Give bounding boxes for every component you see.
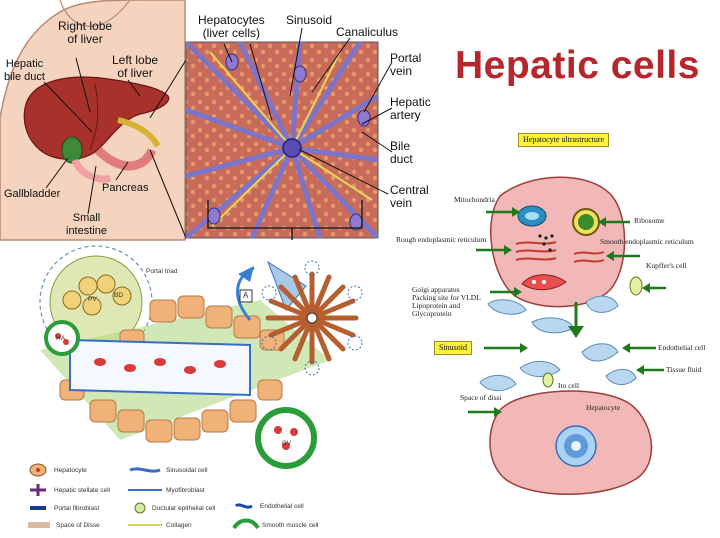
legend-myofibroblast: Myofibroblast [166,487,205,494]
legend-hepatocyte: Hepatocyte [54,467,87,474]
legend-collagen: Collagen [166,522,192,529]
label-sinusoid-box: Sinusoid [434,341,473,355]
ultrastructure-arrows [468,207,666,417]
inset-letter-box [239,289,253,303]
label-central-vein: Central vein [390,183,429,210]
label-inset-letter: A [243,291,249,300]
lobule-inset [261,260,363,376]
label-hepatic-bile-duct: Hepatic bile duct [4,58,45,83]
label-mitochondria: Mitochondria [454,195,495,204]
label-cv: CV [282,440,292,447]
label-golgi: Golgi apparatus Packing site for VLDL Li… [412,285,481,318]
label-gallbladder: Gallbladder [4,188,61,200]
liver-illustration [23,76,170,183]
legend-sinusoidal-cell: Sinusoidal cell [166,467,208,474]
legend-stellate-cell: Hepatic stellate cell [54,487,110,494]
legend-ductular-cell: Ductular epithelial cell [152,505,216,512]
legend-space-of-disse: Space of Disse [56,522,100,529]
label-left-lobe: Left lobe of liver [112,53,159,80]
legend-portal-fibroblast: Portal fibroblast [54,505,100,512]
label-pv: PV [88,296,97,303]
label-hepatic-artery: Hepatic artery [390,95,431,122]
label-hepatocytes: Hepatocytes (liver cells) [198,13,265,40]
legend-icons [28,463,260,530]
label-ribosome: Ribosome [634,216,665,225]
acinus-diagram [39,245,330,469]
anatomy-leader-lines [43,57,187,239]
label-rough-er: Rough endoplasmic reticulum [396,235,487,244]
page-title: Hepatic cells [455,44,700,87]
label-bile-duct: Bile duct [390,139,413,166]
liver-lobule [185,41,379,240]
label-endothelial: Endothelial cell [658,343,706,352]
lobule-leader-lines [223,27,393,195]
label-canaliculus: Canaliculus [336,25,399,39]
label-tissue-fluid: Tissue fluid [666,365,702,374]
label-portal-triad: Portal triad [146,268,178,275]
label-kupffer: Kupffer's cell [646,261,687,270]
label-small-intestine: Small intestine [66,212,107,237]
label-ito-cell: Ito cell [558,381,580,390]
legend-endothelial-cell: Endothelial cell [260,503,304,510]
label-smooth-er: Smooth endoplasmic reticulum [600,237,694,246]
label-space-of-dissi: Space of dissi [460,393,502,402]
label-sinusoid: Sinusoid [286,13,333,27]
label-ha: HA [56,335,66,342]
label-portal-vein: Portal vein [390,51,422,78]
legend-smooth-muscle: Smooth muscle cell [262,522,319,529]
label-hepatocyte: Hepatocyte [586,403,621,412]
label-pancreas: Pancreas [102,182,149,194]
label-right-lobe: Right lobe of liver [58,19,113,46]
label-bd: BD [114,292,124,299]
ultrastructure-diagram [479,176,653,495]
ultrastructure-heading: Hepatocyte ultrastructure [518,133,610,147]
